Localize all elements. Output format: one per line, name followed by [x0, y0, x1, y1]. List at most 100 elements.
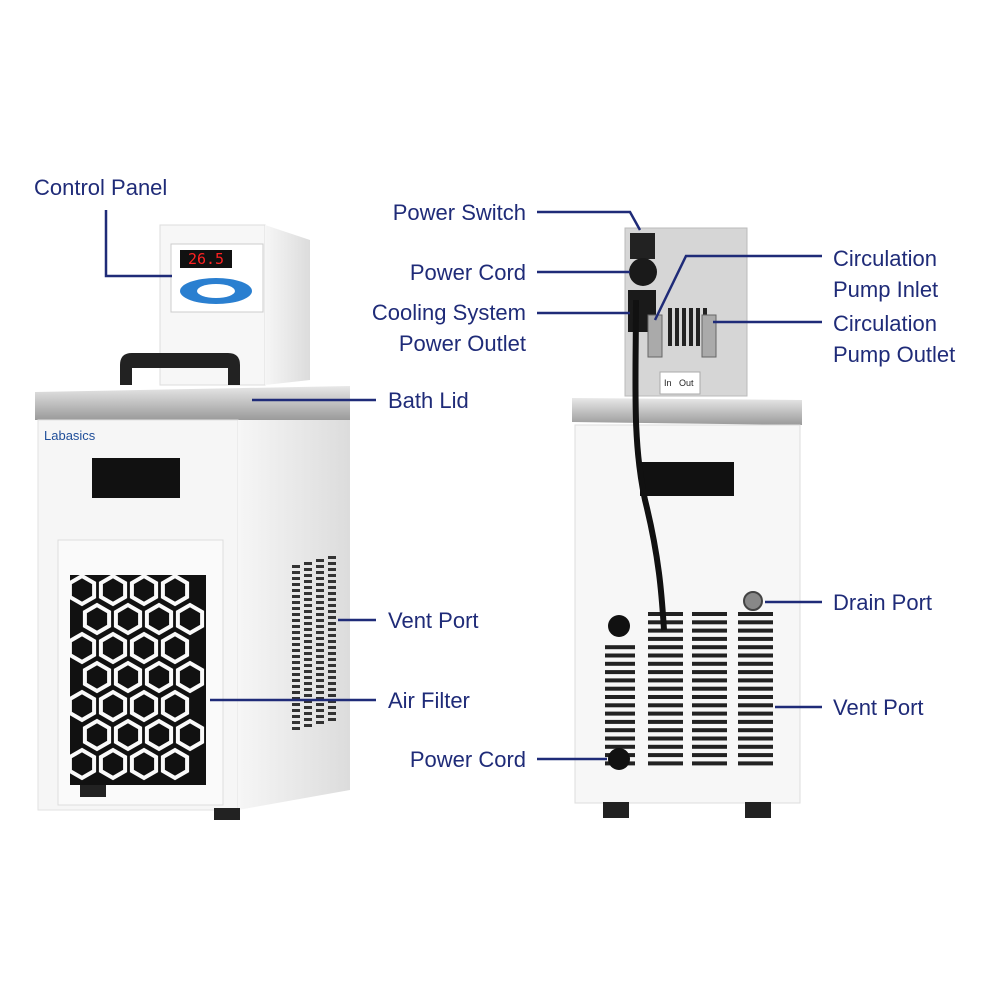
vent-slot — [692, 653, 727, 658]
vent-slot — [648, 645, 683, 650]
vent-slot — [738, 686, 773, 691]
vent-slot — [738, 678, 773, 683]
vent-slot — [738, 736, 773, 741]
handle — [120, 353, 240, 385]
vent-slot — [738, 645, 773, 650]
vent-slot — [605, 711, 635, 716]
air-filter-grille — [67, 573, 206, 785]
label-bath-lid: Bath Lid — [388, 388, 469, 413]
vent-slot — [738, 761, 773, 766]
vent-slot — [692, 719, 727, 724]
vent-slot — [648, 719, 683, 724]
vent-slot — [648, 636, 683, 641]
vent-slot — [738, 744, 773, 749]
vent-slot — [738, 620, 773, 625]
vent-slot — [648, 744, 683, 749]
leader-lines — [104, 210, 822, 761]
vent-slot — [692, 728, 727, 733]
vent-slot — [692, 736, 727, 741]
hex-cell — [98, 573, 128, 607]
hex-cell — [82, 602, 112, 636]
vent-slot — [738, 719, 773, 724]
hex-cell — [129, 573, 159, 607]
hex-cell — [67, 573, 97, 607]
hex-cell — [160, 573, 190, 607]
side-vents — [292, 556, 336, 730]
vent-slot — [648, 711, 683, 716]
hex-cell — [82, 660, 112, 694]
vent-slot — [738, 703, 773, 708]
vent-slot — [738, 695, 773, 699]
vent-slot — [692, 620, 727, 625]
vent-slot — [648, 628, 683, 633]
vent-slot — [692, 636, 727, 641]
vent-slot — [692, 703, 727, 708]
vent-slot — [692, 678, 727, 683]
vent-slot — [605, 703, 635, 708]
vent-slot — [692, 744, 727, 749]
vent-slot — [692, 761, 727, 766]
vent-slot — [605, 719, 635, 724]
drain-port — [743, 591, 763, 611]
vent-slot — [605, 645, 635, 650]
hex-cell — [144, 602, 174, 636]
vent-slot — [648, 661, 683, 666]
hex-cell — [129, 689, 159, 723]
hex-cell — [160, 631, 190, 665]
hex-cell — [129, 631, 159, 665]
rear-unit — [572, 227, 802, 818]
vent-slot — [648, 761, 683, 766]
hex-cell — [175, 602, 205, 636]
vent-slot — [692, 661, 727, 666]
vent-slot — [738, 753, 773, 758]
vent-slot — [692, 645, 727, 650]
vent-slot — [605, 670, 635, 675]
vent-slot — [605, 678, 635, 683]
vent-slot — [692, 686, 727, 691]
vent-slot — [648, 728, 683, 733]
vent-slot — [692, 695, 727, 699]
bath-lid — [35, 386, 350, 420]
vent-slot — [605, 728, 635, 733]
hex-cell — [67, 747, 97, 781]
inlet-tag: In — [664, 378, 672, 388]
label-power-cord-top: Power Cord — [409, 260, 526, 285]
vent-slot — [605, 686, 635, 691]
vent-slot — [738, 711, 773, 716]
vent-slot — [738, 612, 773, 616]
vent-slot — [605, 653, 635, 658]
vent-slot — [648, 703, 683, 708]
hex-cell — [98, 689, 128, 723]
power-cable — [632, 299, 667, 631]
vent-slot — [738, 670, 773, 675]
label-power-switch: Power Switch — [392, 200, 526, 225]
hex-cell — [113, 602, 143, 636]
hex-cell — [67, 689, 97, 723]
vent-slot — [605, 661, 635, 666]
vent-slot — [648, 753, 683, 758]
hex-cell — [113, 718, 143, 752]
vent-slot — [648, 736, 683, 741]
label-drain-port: Drain Port — [833, 590, 933, 615]
hex-cell — [98, 631, 128, 665]
label-power-cord-bottom: Power Cord — [409, 747, 526, 772]
hex-cell — [160, 689, 190, 723]
vent-slot — [692, 670, 727, 675]
hex-cell — [144, 660, 174, 694]
hex-cell — [160, 747, 190, 781]
temperature-display: 26.5 — [180, 250, 232, 268]
vent-slot — [605, 695, 635, 699]
hex-cell — [113, 660, 143, 694]
vent-slot — [648, 686, 683, 691]
vent-slot — [692, 753, 727, 758]
label-control-panel: Control Panel — [34, 175, 168, 200]
vent-slot — [605, 736, 635, 741]
hex-cell — [82, 718, 112, 752]
hex-cell — [67, 631, 97, 665]
vent-slot — [692, 711, 727, 716]
brand-logo: Labasics — [44, 428, 96, 443]
vent-slot — [738, 728, 773, 733]
vent-slot — [648, 670, 683, 675]
